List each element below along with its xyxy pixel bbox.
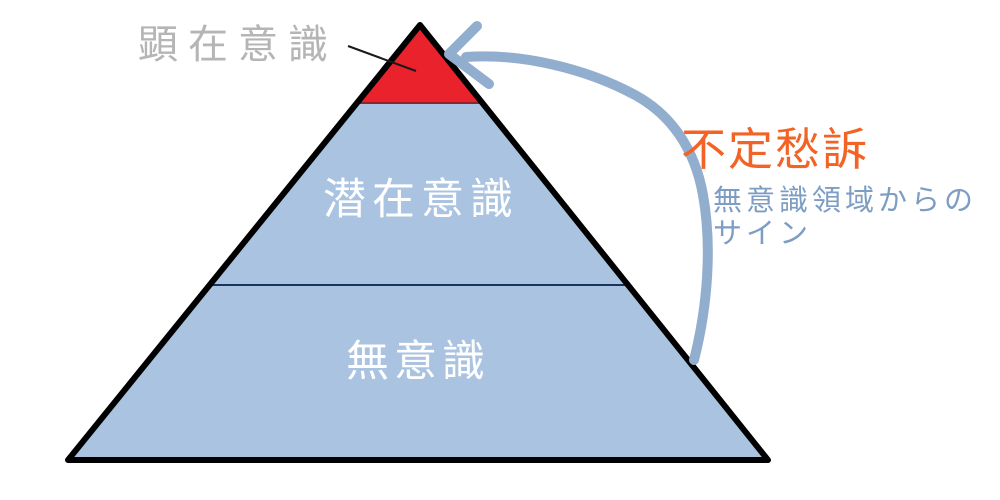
annotation-subtext: 無意識領域からの サイン (713, 185, 978, 251)
subconscious-label: 潜在意識 (323, 176, 519, 224)
curved-arrow-shaft (461, 51, 713, 365)
conscious-pointer-line (347, 45, 417, 72)
pyramid-outline (65, 22, 771, 463)
annotation-heading: 不定愁訴 (681, 124, 870, 175)
conscious-label: 顕在意識 (138, 23, 338, 67)
curved-arrow-head (444, 21, 494, 89)
pyramid-body (68, 25, 768, 460)
curved-arrow-icon (444, 21, 713, 365)
conscious-level-shape (357, 25, 482, 104)
unconscious-label: 無意識 (346, 338, 490, 386)
